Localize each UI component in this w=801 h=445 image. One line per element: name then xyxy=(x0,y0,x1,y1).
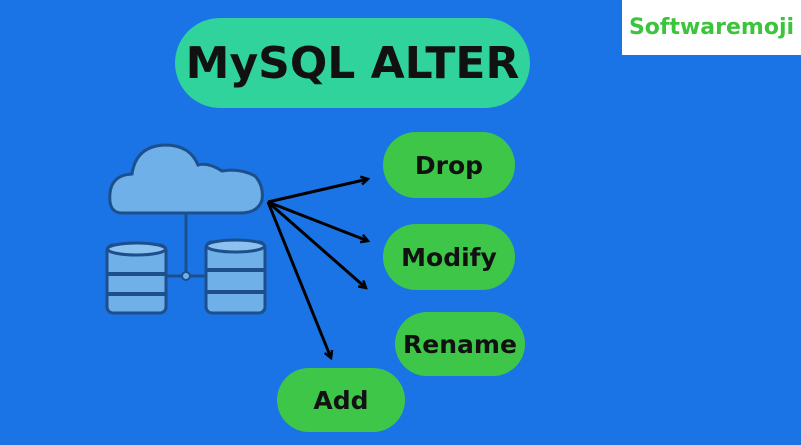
rename-pill: Rename xyxy=(395,312,525,376)
add-pill: Add xyxy=(277,368,405,432)
arrow-modify xyxy=(267,200,368,241)
cloud-icon xyxy=(108,143,264,215)
modify-pill: Modify xyxy=(383,224,515,290)
softwaremoji-logo: Softwaremoji xyxy=(622,0,801,55)
arrow-rename xyxy=(267,200,366,288)
database-icon-right xyxy=(204,238,267,315)
database-icon-left xyxy=(105,241,168,315)
arrow-drop xyxy=(267,179,368,204)
title-pill: MySQL ALTER xyxy=(175,18,530,108)
arrow-add xyxy=(266,201,331,358)
drop-pill: Drop xyxy=(383,132,515,198)
